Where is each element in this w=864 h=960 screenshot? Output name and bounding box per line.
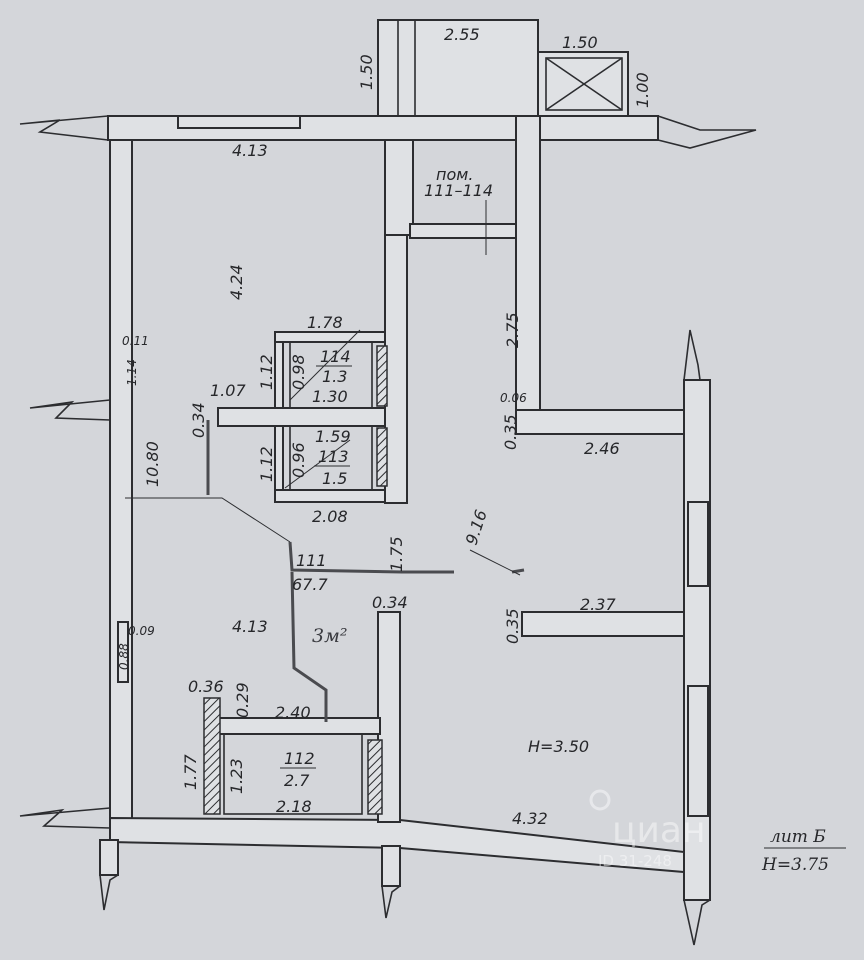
top-annex	[377, 19, 629, 117]
dim-0-35-a: 0.35	[501, 414, 520, 450]
room-112-label: 112 2.7	[280, 749, 316, 790]
interior-walls	[217, 115, 685, 823]
dim-2-46: 2.46	[584, 439, 620, 458]
right-wall	[683, 329, 711, 946]
dim-1-59: 1.59	[315, 427, 351, 446]
left-wall	[19, 139, 133, 829]
dim-0-96: 0.96	[289, 442, 308, 478]
dim-1-00: 1.00	[633, 72, 652, 108]
dim-0-88: 0.88	[117, 643, 131, 670]
dim-2-08: 2.08	[312, 507, 348, 526]
premises-range: 111–114	[424, 181, 493, 200]
watermark-id: ID 31-248	[598, 852, 672, 870]
room-114-label: 114 1.3	[316, 347, 352, 386]
cross-out-114	[289, 329, 361, 401]
dim-2-55: 2.55	[444, 25, 480, 44]
dim-10-80: 10.80	[143, 441, 162, 487]
dim-4-13-top: 4.13	[232, 141, 268, 160]
cross-out-113	[284, 439, 351, 489]
letter-block: лит Б H=3.75	[761, 827, 846, 875]
room-area: 1.3	[322, 367, 347, 386]
dim-0-06: 0.06	[500, 391, 527, 405]
room-number: 112	[284, 749, 315, 768]
dim-2-37: 2.37	[580, 595, 616, 614]
dim-1-12-b: 1.12	[257, 446, 276, 482]
dim-2-18: 2.18	[276, 797, 312, 816]
room-area: 67.7	[292, 575, 328, 594]
letter-label: лит Б	[770, 827, 826, 847]
dim-0-98: 0.98	[289, 354, 308, 390]
premises-label: пом.	[436, 165, 473, 184]
closet-113	[289, 425, 388, 491]
dim-2-40: 2.40	[275, 703, 311, 722]
room-number: 114	[320, 347, 351, 366]
dim-0-11: 0.11	[122, 334, 149, 348]
dim-0-34-a: 0.34	[189, 402, 208, 438]
room-111-label: 111 67.7	[292, 551, 328, 594]
handwritten-note: 3м²	[312, 625, 347, 647]
dim-4-13-mid: 4.13	[232, 617, 268, 636]
dim-0-34-b: 0.34	[372, 593, 408, 612]
dim-1-50-horizontal: 1.50	[562, 33, 598, 52]
dim-1-78: 1.78	[307, 313, 343, 332]
dim-1-30: 1.30	[312, 387, 348, 406]
ceiling-height: H=3.50	[528, 737, 589, 756]
top-wall	[19, 115, 757, 149]
dim-1-23: 1.23	[227, 758, 246, 794]
dim-1-12-a: 1.12	[257, 354, 276, 390]
room-113-label: 113 1.5	[314, 447, 350, 488]
dim-0-29: 0.29	[233, 682, 252, 718]
watermark: циан ID 31-248	[589, 789, 706, 870]
dim-0-09: 0.09	[128, 624, 155, 638]
watermark-brand: циан	[612, 810, 706, 851]
dim-1-50-vertical: 1.50	[357, 54, 376, 90]
letter-height: H=3.75	[761, 855, 829, 875]
closet-114	[289, 341, 388, 409]
dim-4-24: 4.24	[227, 264, 246, 300]
closet-112	[203, 697, 383, 815]
pen-partitions	[125, 200, 525, 722]
dim-1-07: 1.07	[210, 381, 246, 400]
dim-0-36: 0.36	[188, 677, 224, 696]
room-area: 1.5	[322, 469, 347, 488]
room-number: 111	[296, 551, 327, 570]
dim-1-75: 1.75	[387, 536, 406, 572]
dim-1-77: 1.77	[181, 754, 200, 790]
dim-2-75: 2.75	[503, 312, 522, 348]
room-number: 113	[318, 447, 349, 466]
room-area: 2.7	[284, 771, 310, 790]
bottom-wall	[99, 816, 685, 919]
dim-0-35-b: 0.35	[503, 608, 522, 644]
dim-1-14: 1.14	[125, 359, 139, 386]
dim-4-32: 4.32	[512, 809, 548, 828]
